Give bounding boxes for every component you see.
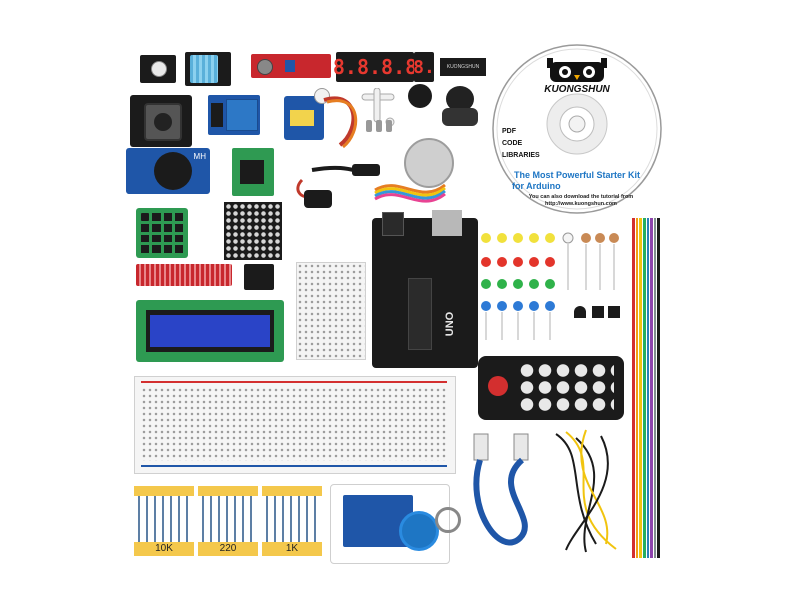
dht-sensor-module (185, 52, 231, 86)
four-digit-display-text: 8.8.8.8 (332, 55, 418, 79)
dupont-jumpers (555, 429, 617, 553)
resistor-strip-220: 220 (198, 486, 258, 562)
cd-menu-code: CODE (502, 140, 523, 147)
cd-brand: KUONGSHUN (544, 84, 610, 95)
mini-breadboard (296, 262, 366, 360)
ir-remote (478, 356, 624, 420)
resistor-strip-1k: 1K (262, 486, 322, 562)
cd-title-line1: The Most Powerful Starter Kit (513, 170, 640, 180)
arduino-uno-board: UNO (372, 210, 478, 368)
relay-module (208, 95, 260, 135)
water-level-sensor (136, 264, 232, 286)
four-digit-display: 8.8.8.8 (332, 52, 418, 82)
single-digit-display-text: 8. (413, 56, 435, 78)
keypad-module (136, 208, 188, 258)
usb-cable (473, 433, 529, 546)
owl-logo-icon (547, 58, 607, 82)
resistor-label-220: 220 (219, 543, 237, 554)
servo-cable (323, 96, 358, 149)
cd-menu-libraries: LIBRARIES (502, 152, 540, 159)
resistor-strip-10k: 10K (134, 486, 194, 562)
arduino-label: UNO (444, 311, 457, 337)
cd-note-line1: You can also download the tutorial from (528, 194, 634, 200)
cd-menu-pdf: PDF (502, 128, 516, 135)
software-cd: KUONGSHUN PDF CODE LIBRARIES The Most Po… (492, 44, 662, 214)
rtc-module: MH (126, 148, 210, 194)
rtc-label: MH (193, 152, 206, 161)
sound-sensor-module (251, 54, 331, 78)
servo-motor (284, 88, 330, 140)
tilt-sensor-module (244, 264, 274, 290)
rfid-card (330, 484, 461, 564)
stepper-motor (404, 138, 454, 188)
motor-driver-board (232, 148, 274, 196)
servo-horns (361, 88, 395, 127)
cd-disc (492, 44, 662, 214)
screws (366, 120, 396, 136)
rgb-led-module (140, 55, 176, 83)
lcd-module (136, 300, 284, 362)
joystick-cap (442, 86, 478, 128)
shift-register-chip-text: KUONGSHUN (446, 64, 480, 70)
large-breadboard (134, 376, 456, 474)
led-matrix (224, 202, 282, 260)
cd-title-line2: for Arduino (512, 181, 561, 191)
dc-jack-cable (352, 164, 380, 176)
led-set (481, 232, 619, 340)
jumper-wire-ribbon (632, 218, 660, 558)
single-digit-display: 8. (413, 52, 435, 82)
resistor-label-10k: 10K (155, 543, 173, 554)
cd-note-line2: http://www.kuongshun.com (545, 201, 617, 207)
joystick-module (130, 95, 192, 147)
resistor-label-1k: 1K (285, 543, 299, 554)
transistors (574, 306, 624, 326)
buzzer (408, 84, 432, 108)
stepper-cable (374, 183, 446, 203)
shift-register-chip: KUONGSHUN (440, 58, 486, 76)
